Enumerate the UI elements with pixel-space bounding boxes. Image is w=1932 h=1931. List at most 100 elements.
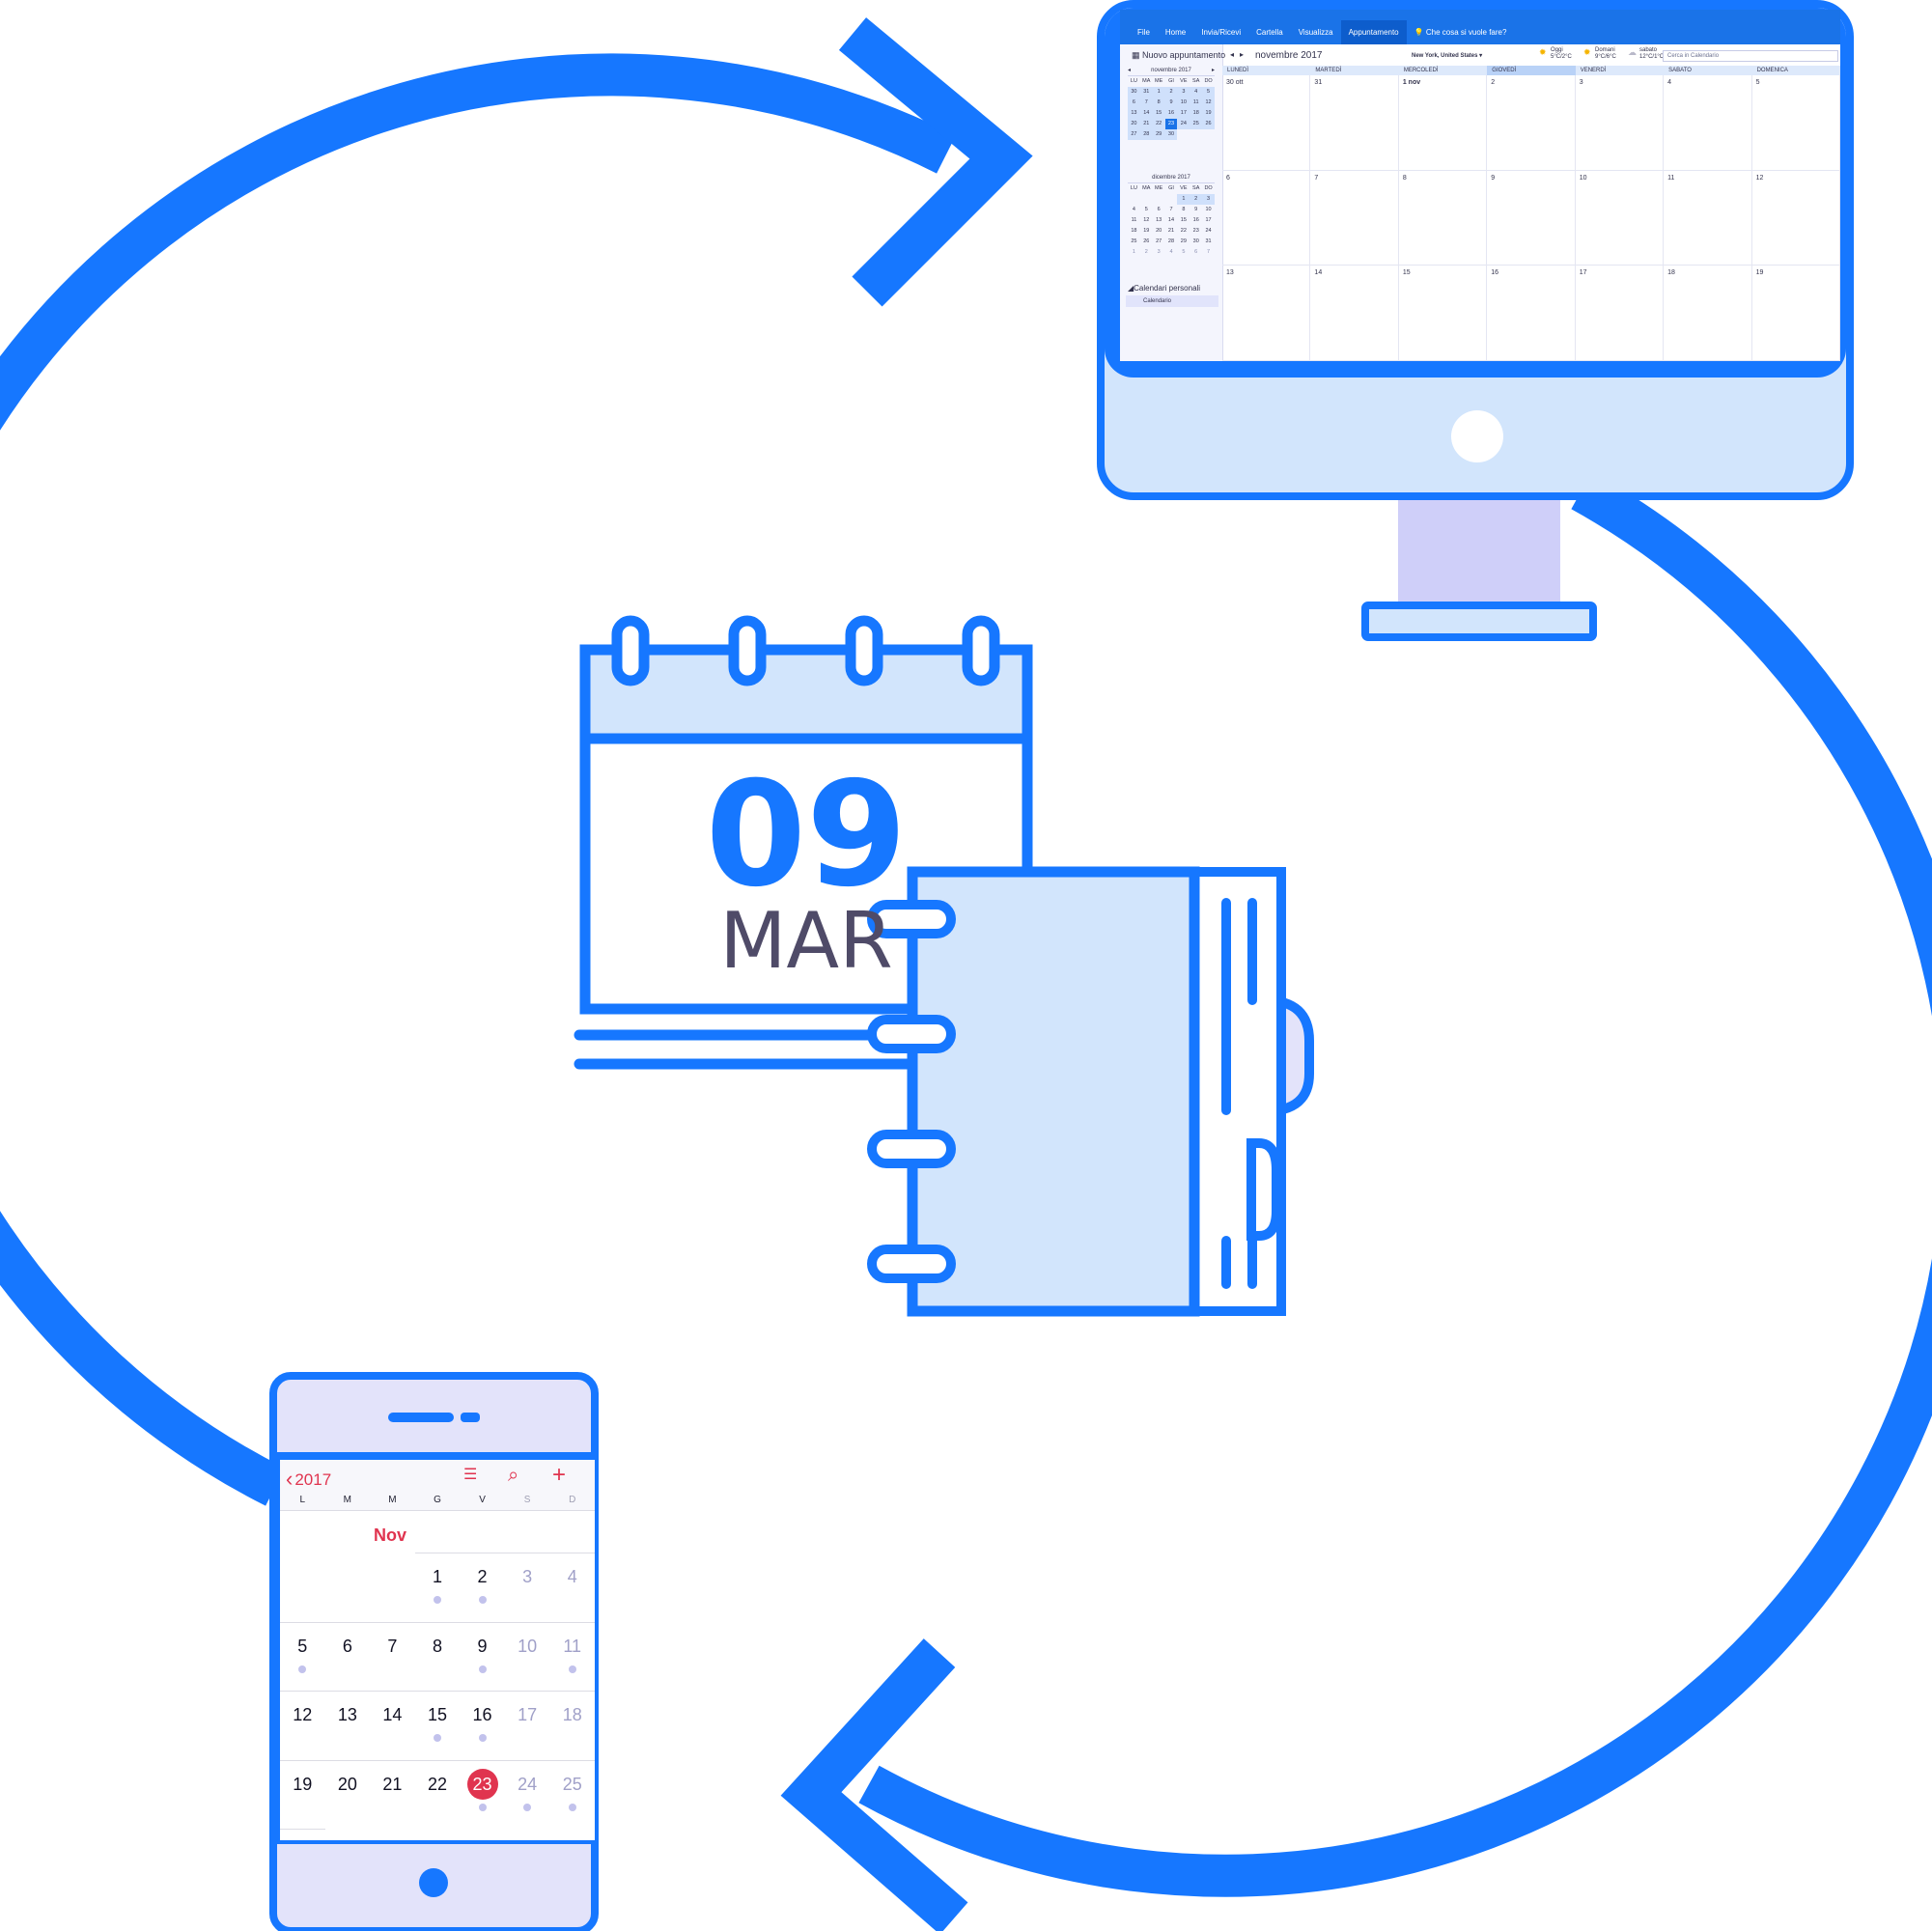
prev-month-icon[interactable]: ◂ <box>1128 68 1132 73</box>
phone-day-cell[interactable]: 20 <box>324 1759 371 1830</box>
mini-day[interactable]: 25 <box>1131 238 1137 244</box>
phone-day-cell[interactable]: 21 <box>370 1759 415 1830</box>
day-cell[interactable]: 3 <box>1575 75 1665 171</box>
day-cell[interactable]: 31 <box>1310 75 1399 171</box>
phone-day-cell[interactable]: 12 <box>280 1691 325 1760</box>
mini-day[interactable]: 12 <box>1143 217 1150 223</box>
phone-day-cell[interactable]: 3 <box>504 1553 550 1622</box>
phone-day-cell[interactable]: 18 <box>549 1691 595 1760</box>
mini-day[interactable]: 6 <box>1128 98 1140 108</box>
mini-day[interactable]: 22 <box>1152 119 1165 129</box>
mini-day[interactable]: 15 <box>1180 217 1187 223</box>
search-icon[interactable]: ⌕ <box>508 1465 519 1486</box>
mini-day[interactable]: 25 <box>1190 119 1203 129</box>
mini-day[interactable]: 19 <box>1143 228 1150 234</box>
mini-day[interactable]: 2 <box>1190 194 1203 205</box>
phone-day-cell[interactable]: 25 <box>549 1759 595 1830</box>
day-cell[interactable]: 6 <box>1222 170 1311 266</box>
day-cell[interactable]: 1 nov <box>1398 75 1488 171</box>
phone-day-cell[interactable]: 22 <box>414 1759 461 1830</box>
tab-appointment[interactable]: Appuntamento <box>1340 20 1407 44</box>
phone-day-cell[interactable]: 26 <box>280 1829 325 1840</box>
mini-day[interactable]: 17 <box>1177 108 1190 119</box>
mini-day[interactable]: 27 <box>1128 129 1140 140</box>
mini-day[interactable]: 31 <box>1205 238 1212 244</box>
mini-day[interactable]: 30 <box>1192 238 1199 244</box>
phone-day-cell[interactable]: 15 <box>414 1691 461 1760</box>
mini-day[interactable]: 23 <box>1164 119 1178 129</box>
list-view-icon[interactable]: ☰ <box>463 1467 478 1483</box>
mini-day[interactable]: 2 <box>1144 249 1148 255</box>
phone-day-cell[interactable]: 16 <box>460 1691 505 1760</box>
mini-day[interactable]: 14 <box>1167 217 1175 223</box>
phone-day-cell[interactable]: 11 <box>549 1621 595 1692</box>
calendar-list-item[interactable]: Calendario <box>1126 295 1218 307</box>
mini-day[interactable]: 21 <box>1167 228 1175 234</box>
phone-day-cell[interactable]: 17 <box>504 1691 550 1760</box>
mini-day[interactable]: 24 <box>1177 119 1190 129</box>
day-cell[interactable]: 15 <box>1398 266 1488 361</box>
day-cell[interactable]: 4 <box>1664 75 1752 171</box>
location-selector[interactable]: New York, United States ▾ <box>1412 53 1483 59</box>
day-cell[interactable]: 30 ott <box>1222 75 1311 171</box>
mini-day[interactable]: 22 <box>1180 228 1187 234</box>
mini-day[interactable]: 14 <box>1139 108 1153 119</box>
new-appointment-button[interactable]: ▦ Nuovo appuntamento <box>1132 50 1225 61</box>
mini-day[interactable]: 18 <box>1131 228 1137 234</box>
mini-day[interactable]: 4 <box>1190 87 1203 98</box>
add-icon[interactable]: + <box>552 1462 567 1488</box>
mini-day[interactable]: 21 <box>1139 119 1153 129</box>
month-nav[interactable]: ◂▸ <box>1230 50 1250 59</box>
mini-day[interactable]: 20 <box>1156 228 1162 234</box>
day-cell[interactable]: 9 <box>1487 170 1576 266</box>
mini-day[interactable]: 3 <box>1157 249 1161 255</box>
mini-day[interactable]: 7 <box>1207 249 1211 255</box>
mini-day[interactable]: 11 <box>1190 98 1203 108</box>
mini-day[interactable]: 5 <box>1202 87 1215 98</box>
mini-day[interactable]: 28 <box>1167 238 1175 244</box>
mini-day[interactable]: 19 <box>1202 108 1215 119</box>
mini-day[interactable]: 13 <box>1128 108 1140 119</box>
mini-day[interactable]: 4 <box>1132 207 1135 212</box>
day-cell[interactable]: 12 <box>1751 170 1840 266</box>
phone-day-cell[interactable]: 23 <box>460 1759 505 1830</box>
tab-file[interactable]: File <box>1137 28 1150 37</box>
day-cell[interactable]: 5 <box>1751 75 1840 171</box>
phone-day-cell[interactable]: 6 <box>324 1621 371 1692</box>
day-cell[interactable]: 17 <box>1575 266 1665 361</box>
mini-day[interactable]: 2 <box>1164 87 1178 98</box>
day-cell[interactable]: 16 <box>1487 266 1576 361</box>
mini-day[interactable]: 26 <box>1202 119 1215 129</box>
mini-day[interactable]: 28 <box>1139 129 1153 140</box>
mini-day[interactable]: 1 <box>1132 249 1135 255</box>
mini-day[interactable]: 30 <box>1128 87 1140 98</box>
mini-day[interactable]: 1 <box>1152 87 1165 98</box>
day-cell[interactable]: 10 <box>1575 170 1665 266</box>
mini-day[interactable]: 11 <box>1131 217 1137 223</box>
phone-day-cell[interactable]: 19 <box>280 1759 325 1830</box>
mini-day[interactable]: 24 <box>1205 228 1212 234</box>
mini-day[interactable]: 5 <box>1182 249 1186 255</box>
mini-day[interactable]: 4 <box>1169 249 1173 255</box>
mini-day[interactable]: 20 <box>1128 119 1140 129</box>
phone-day-cell[interactable]: 13 <box>324 1691 371 1760</box>
phone-day-cell[interactable]: 14 <box>370 1691 415 1760</box>
mini-day[interactable]: 29 <box>1180 238 1187 244</box>
mini-day[interactable]: 9 <box>1194 207 1198 212</box>
phone-day-cell[interactable]: 4 <box>549 1553 595 1622</box>
mini-day[interactable]: 6 <box>1157 207 1161 212</box>
mini-day[interactable]: 23 <box>1192 228 1199 234</box>
mini-day[interactable]: 9 <box>1164 98 1178 108</box>
mini-day[interactable]: 3 <box>1202 194 1215 205</box>
mini-day[interactable]: 12 <box>1202 98 1215 108</box>
phone-day-cell[interactable]: 5 <box>280 1621 325 1692</box>
mini-day[interactable]: 18 <box>1190 108 1203 119</box>
phone-day-cell[interactable]: 9 <box>460 1621 505 1692</box>
mini-day[interactable]: 6 <box>1194 249 1198 255</box>
tab-send-receive[interactable]: Invia/Ricevi <box>1201 28 1242 37</box>
phone-day-cell[interactable]: 10 <box>504 1621 550 1692</box>
mini-day[interactable]: 16 <box>1164 108 1178 119</box>
phone-day-cell[interactable]: 2 <box>460 1553 505 1622</box>
mini-day[interactable]: 27 <box>1156 238 1162 244</box>
calendar-search-input[interactable]: Cerca in Calendario <box>1663 50 1838 62</box>
